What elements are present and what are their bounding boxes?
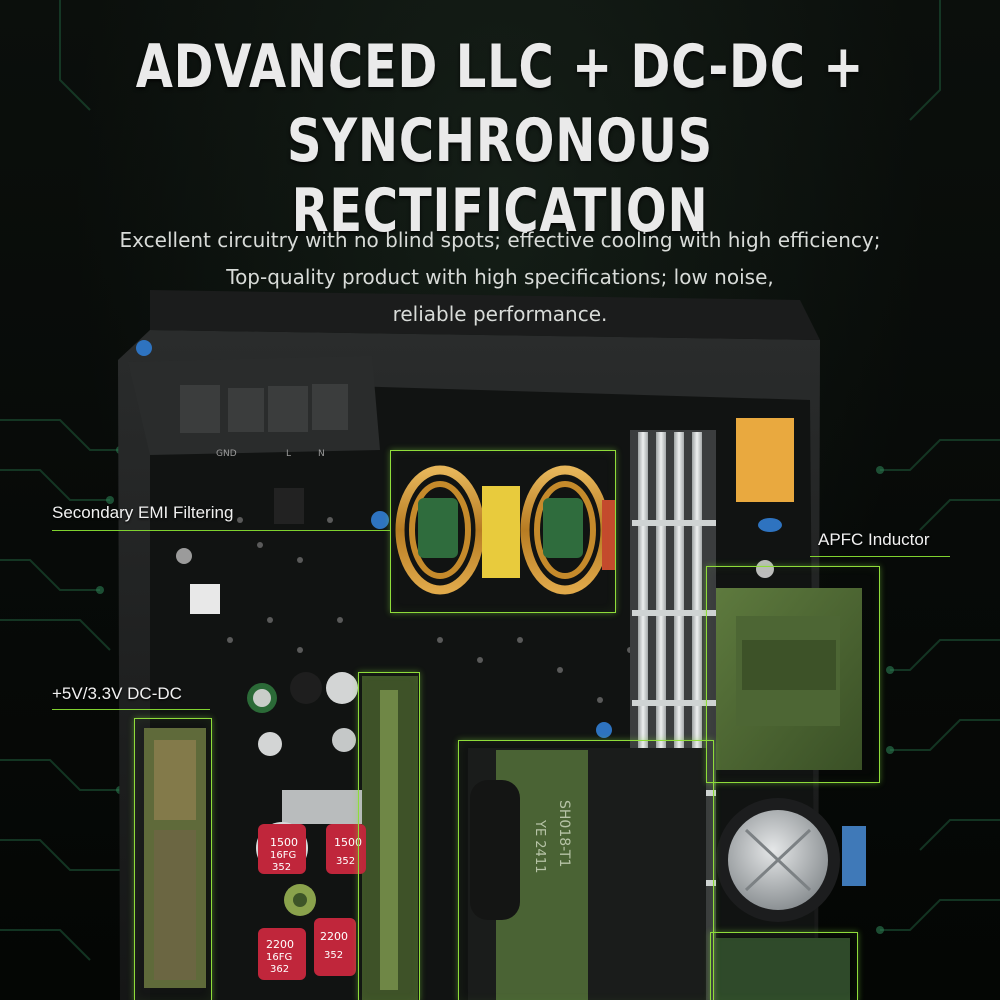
apfc-inductor-highlight-box [706,566,880,783]
cap3-series: 16FG [266,952,292,963]
description-line-1: Excellent circuitry with no blind spots;… [119,228,881,252]
line-marking: L [286,449,291,459]
dc-dc-label: +5V/3.3V DC-DC [52,684,182,703]
cap1-value: 1500 [270,836,298,849]
apfc-inductor-callout-line [810,556,950,557]
headline-line-2: SYNCHRONOUS RECTIFICATION [287,106,713,246]
transformer-code-marking: YE 2411 [532,819,547,873]
cap4-value: 2200 [320,930,348,943]
neutral-marking: N [318,449,325,459]
dc-dc-callout-line [52,709,210,710]
secondary-emi-highlight-box [390,450,616,613]
description-line-2: Top-quality product with high specificat… [226,265,774,289]
cap1-series: 16FG [270,850,296,861]
transformer-model-marking: SH018-T1 [556,800,572,867]
cap2-value: 1500 [334,836,362,849]
secondary-emi-callout-line [52,530,390,531]
cap3-code: 362 [270,964,289,975]
cap3-value: 2200 [266,938,294,951]
secondary-emi-label: Secondary EMI Filtering [52,503,234,522]
rectifier-highlight-box [358,672,420,1000]
apfc-inductor-label: APFC Inductor [818,530,930,549]
cap4-code: 352 [324,950,343,961]
transformer-highlight-box [458,740,714,1000]
description-line-3: reliable performance. [392,302,608,326]
secondary-board-highlight-box [710,932,858,1000]
headline-line-1: ADVANCED LLC + DC-DC + [135,32,865,102]
gnd-marking: GND [216,449,237,459]
cap1-code: 352 [272,862,291,873]
cap2-code: 352 [336,856,355,867]
dc-dc-highlight-box [134,718,212,1000]
